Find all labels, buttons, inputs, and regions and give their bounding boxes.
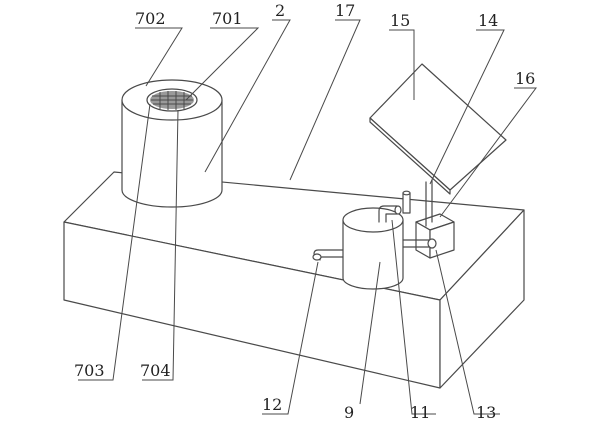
vertical-pipe [402,192,411,214]
label-12: 12 [262,395,282,414]
leader-2 [204,19,291,173]
inlet-pipe [378,205,398,223]
leader-704 [142,109,179,381]
solar-panel [369,63,507,191]
label-9: 9 [344,403,354,422]
leader-11 [391,219,436,415]
label-16: 16 [515,69,535,88]
leader-17 [289,19,361,181]
leader-702 [135,27,183,87]
leader-15 [389,29,415,100]
solar-panel-edge [369,117,451,195]
small-cylinder-top [342,207,404,233]
label-704: 704 [140,361,171,380]
label-2: 2 [275,1,285,20]
leader-12 [262,261,319,415]
base-platform [63,171,525,389]
label-702: 702 [135,9,166,28]
leader-14 [429,29,505,185]
label-11: 11 [410,403,430,422]
connecting-pipe [402,239,431,248]
inlet-pipe-end [394,205,402,215]
leader-16 [439,87,537,218]
label-701: 701 [212,9,243,28]
vertical-pipe-top [402,190,411,196]
base-side-face [439,209,525,389]
outlet-pipe-end [312,253,322,261]
leader-13 [435,249,500,415]
connecting-pipe-joint [427,238,437,249]
label-15: 15 [390,11,410,30]
leader-lines [78,19,537,415]
solar-assembly [369,63,507,227]
label-703: 703 [74,361,105,380]
label-13: 13 [476,403,496,422]
labels: 702 701 2 17 15 14 16 703 704 12 9 11 13 [74,1,535,422]
label-17: 17 [335,1,355,20]
small-cylinder [312,205,404,290]
leader-701 [185,27,260,101]
mesh-grid [151,91,193,110]
small-cylinder-body [342,219,404,290]
label-14: 14 [478,11,498,30]
leader-9 [359,261,381,405]
large-cylinder [121,79,223,208]
leader-703 [78,103,151,381]
pump-box-right [429,221,455,259]
